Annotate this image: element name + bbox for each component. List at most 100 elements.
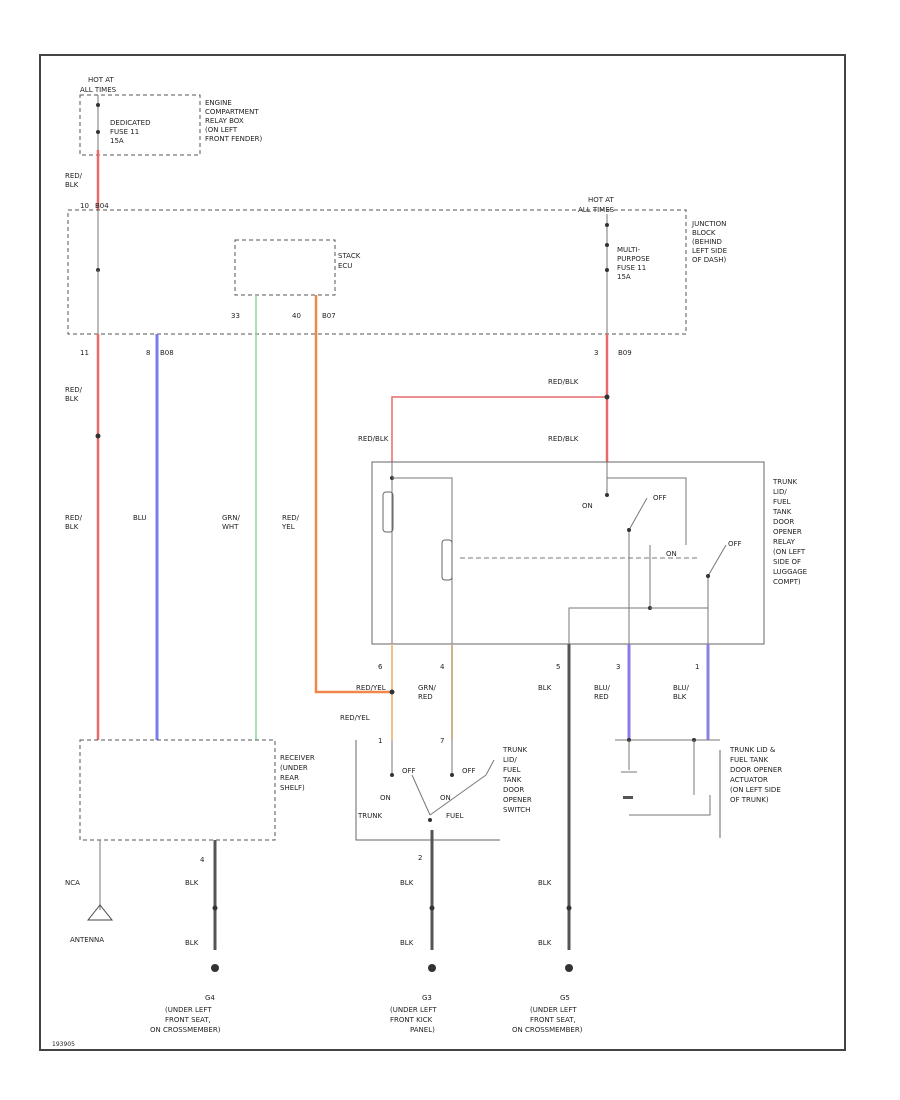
relay-label-2: LID/ <box>773 488 787 496</box>
stack-ecu-label-1: STACK <box>338 252 361 260</box>
red-yel-a-label: RED/YEL <box>356 684 386 692</box>
switch-label-5: DOOR <box>503 786 524 794</box>
receiver-pin-4: 4 <box>200 856 205 864</box>
relay-pin-3: 3 <box>616 663 620 671</box>
actuator-motor-plate-2 <box>623 796 633 799</box>
ground-g3-wire-top: BLK <box>400 879 414 887</box>
footer-code: 193905 <box>52 1041 75 1048</box>
switch-fuel-tab <box>485 759 495 776</box>
relay-label-6: OPENER <box>773 528 802 536</box>
mpf-text-2: PURPOSE <box>617 255 650 263</box>
relay-label-10: LUGGAGE <box>773 568 807 576</box>
receiver-label-3: REAR <box>280 774 299 782</box>
switch-contact-trunk <box>411 774 431 816</box>
actuator-label-1: TRUNK LID & <box>729 746 776 754</box>
mpf-bottom-dot <box>605 268 609 272</box>
fuse-11-bottom-dot <box>96 130 100 134</box>
blu-red-label-1: BLU/ <box>594 684 610 692</box>
actuator-label-6: OF TRUNK) <box>730 796 769 804</box>
relay-contact-1 <box>628 497 648 531</box>
red-blk-right-2: RED/BLK <box>358 435 389 443</box>
switch-outline <box>355 740 500 841</box>
actuator-label-3: DOOR OPENER <box>730 766 782 774</box>
red-yel-wire <box>314 295 392 694</box>
relay-coil-2 <box>441 539 453 581</box>
relay-coil-1 <box>382 491 394 533</box>
ground-g3-point <box>428 964 436 972</box>
relay-pin-4: 4 <box>440 663 445 671</box>
blu-blk-label-2: BLK <box>673 693 687 701</box>
ground-g4-name: G4 <box>205 994 215 1002</box>
ground-g5-splice <box>566 905 572 911</box>
red-yel-label-2: YEL <box>281 523 295 531</box>
hot-at-label-left: HOT AT <box>88 76 115 84</box>
relay-feed-dot <box>605 493 609 497</box>
mpf-mid-dot <box>605 243 609 247</box>
all-times-label-left: ALL TIMES <box>80 86 117 94</box>
mpf-text-1: MULTI- <box>617 246 640 254</box>
grn-red-label-1: GRN/ <box>418 684 437 692</box>
actuator-label-4: ACTUATOR <box>730 776 768 784</box>
jb-loc-3: (BEHIND <box>692 238 722 246</box>
jb-loc-2: BLOCK <box>692 229 716 237</box>
switch-on-2: ON <box>440 794 451 802</box>
red-blk-right-splice <box>604 394 610 400</box>
relay-contact-2-dot <box>706 574 710 578</box>
relay-pin-5: 5 <box>556 663 560 671</box>
relay-label-1: TRUNK <box>772 478 797 486</box>
switch-label-1: TRUNK <box>502 746 527 754</box>
switch-label-2: LID/ <box>503 756 517 764</box>
ground-g3-loc-3: PANEL) <box>410 1026 435 1034</box>
ground-g5-loc-3: ON CROSSMEMBER) <box>512 1026 583 1034</box>
conn-b09: B09 <box>618 349 632 357</box>
ground-g4: BLK BLK G4 (UNDER LEFT FRONT SEAT, ON CR… <box>150 879 221 1034</box>
red-blk-lower-2: BLK <box>65 523 79 531</box>
stack-ecu-pin-40: 40 <box>292 312 301 320</box>
ground-g4-wire-bot: BLK <box>185 939 199 947</box>
ground-g3-splice <box>429 905 435 911</box>
ground-g3-wire-bot: BLK <box>400 939 414 947</box>
red-blk-mid-1: RED/ <box>65 386 83 394</box>
switch-pin-7: 7 <box>440 737 444 745</box>
ground-g5-wire-top: BLK <box>538 879 552 887</box>
receiver-label-4: SHELF) <box>280 784 305 792</box>
jb-loc-5: OF DASH) <box>692 256 727 264</box>
mpf-text-3: FUSE 11 <box>617 264 646 272</box>
switch-off-1: OFF <box>402 767 416 775</box>
engine-loc-2: COMPARTMENT <box>205 108 259 116</box>
switch-pin-2: 2 <box>418 854 422 862</box>
actuator-label-5: (ON LEFT SIDE <box>730 786 781 794</box>
engine-loc-5: FRONT FENDER) <box>205 135 262 143</box>
fuse-text-1: DEDICATED <box>110 119 151 127</box>
jb-pin-10: 10 <box>80 202 89 210</box>
ground-g3: BLK BLK G3 (UNDER LEFT FRONT KICK PANEL) <box>390 879 437 1034</box>
relay-label-7: RELAY <box>773 538 796 546</box>
relay-on-2: ON <box>666 550 677 558</box>
relay-box <box>371 461 765 645</box>
mpf-top-dot <box>605 223 609 227</box>
ground-g5-loc-2: FRONT SEAT, <box>530 1016 576 1024</box>
red-yel-b-label: RED/YEL <box>340 714 370 722</box>
ground-g4-loc-3: ON CROSSMEMBER) <box>150 1026 221 1034</box>
receiver-label-1: RECEIVER <box>280 754 315 762</box>
junction-block <box>67 209 687 335</box>
antenna-icon <box>86 904 114 921</box>
relay-off-2: OFF <box>728 540 742 548</box>
red-yel-splice <box>389 689 395 695</box>
ground-g5: BLK BLK G5 (UNDER LEFT FRONT SEAT, ON CR… <box>512 879 583 1034</box>
red-blk-right-1: RED/BLK <box>548 378 579 386</box>
switch-label-3: FUEL <box>503 766 521 774</box>
relay-ground-internal <box>568 545 651 644</box>
stack-ecu-pin-33: 33 <box>231 312 240 320</box>
relay-off-1: OFF <box>653 494 667 502</box>
pin-8: 8 <box>146 349 150 357</box>
red-blk-upper-2: BLK <box>65 181 79 189</box>
engine-relay-box <box>79 94 201 156</box>
red-yel-label-1: RED/ <box>282 514 300 522</box>
jb-conn-b04: B04 <box>95 202 109 210</box>
relay-contact-2 <box>707 544 727 577</box>
stack-ecu-label-2: ECU <box>338 262 352 270</box>
red-blk-right-3: RED/BLK <box>548 435 579 443</box>
engine-loc-4: (ON LEFT <box>205 126 238 134</box>
